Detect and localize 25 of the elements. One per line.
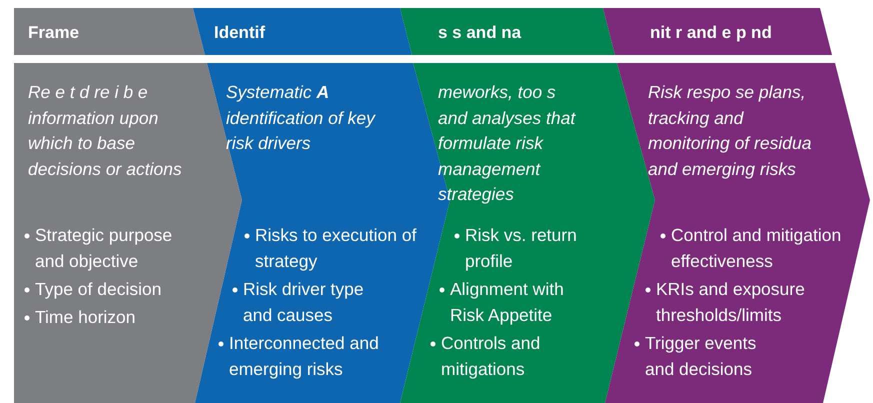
stage-title: s s and na (438, 23, 522, 43)
description-text: Re e t d re i b e information upon which to base decisions or actions (28, 81, 183, 180)
header-band (400, 8, 615, 55)
stage-title: Identif (214, 23, 266, 43)
bullet-item: Control and mitigation effectiveness (671, 224, 842, 273)
header-band (603, 8, 832, 55)
header-band (14, 8, 205, 55)
bullet-item: Risks to execution of strategy (255, 224, 418, 273)
bullet-item: Trigger events and decisions (645, 332, 758, 381)
bullet-item: Interconnected and emerging risks (229, 332, 380, 381)
description-text: Risk respo se plans, tracking and monitoring of residua and emerging risks (648, 81, 812, 181)
bullet-item: Alignment with Risk Appetite (450, 278, 565, 327)
header-band (193, 8, 412, 55)
bullet-item: Strategic purpose and objective (35, 224, 174, 273)
bullet-item: Type of decision (35, 278, 162, 301)
stage-title: Frame (28, 23, 80, 43)
chevron-panel (605, 63, 870, 403)
description-text: Systematic A identification of key risk drivers (226, 81, 376, 155)
description-text: meworks, too s and analyses that formulate risk management strategies (438, 81, 577, 206)
bullet-item: Time horizon (35, 306, 136, 329)
bullet-item: Risk vs. return profile (465, 224, 578, 273)
stage-title: nit r and e p nd (650, 23, 773, 43)
bullet-item: Risk driver type and causes (243, 278, 365, 327)
bullet-item: KRIs and exposure thresholds/limits (656, 278, 806, 327)
bullet-item: Controls and mitigations (441, 332, 542, 381)
